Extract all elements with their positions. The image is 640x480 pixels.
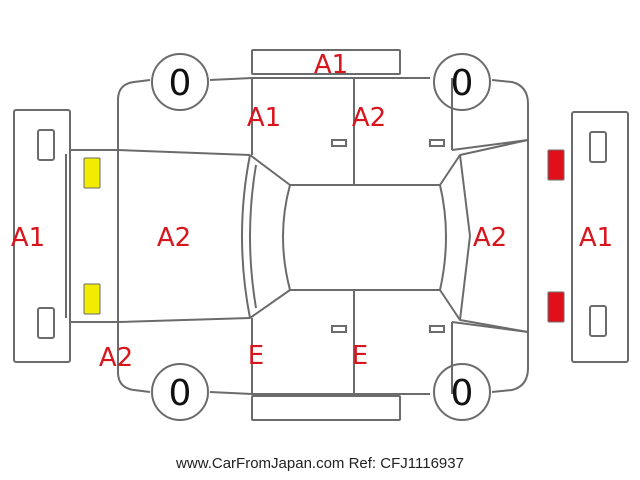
tire-rear-left bbox=[433, 53, 491, 111]
car-body-outline bbox=[65, 77, 573, 395]
mark-front-door-lower: E bbox=[248, 341, 264, 371]
mark-roof-top: A1 bbox=[314, 50, 348, 80]
mark-front-corner-lower: A2 bbox=[99, 343, 133, 373]
footer-reference: www.CarFromJapan.com Ref: CFJ1116937 bbox=[176, 455, 464, 472]
headlight-lower bbox=[83, 283, 101, 315]
bottom-side-strip bbox=[251, 395, 401, 421]
top-side-strip bbox=[251, 49, 401, 75]
mark-rear-hatch: A2 bbox=[473, 223, 507, 253]
tire-front-left bbox=[151, 53, 209, 111]
tire-rear-right bbox=[433, 363, 491, 421]
tire-rear-right-label: 0 bbox=[451, 373, 474, 414]
taillight-upper bbox=[547, 149, 565, 181]
mark-hood: A2 bbox=[157, 223, 191, 253]
rear-bumper bbox=[571, 111, 629, 363]
mark-front-bumper: A1 bbox=[11, 223, 45, 253]
tire-front-left-label: 0 bbox=[169, 63, 192, 104]
mark-rear-door-lower: E bbox=[352, 341, 368, 371]
front-bumper bbox=[13, 109, 71, 363]
mark-rear-bumper: A1 bbox=[579, 223, 613, 253]
tire-front-right-label: 0 bbox=[169, 373, 192, 414]
tire-front-right bbox=[151, 363, 209, 421]
tire-rear-left-label: 0 bbox=[451, 63, 474, 104]
mark-front-door-upper: A1 bbox=[247, 103, 281, 133]
headlight-upper bbox=[83, 157, 101, 189]
mark-rear-door-upper: A2 bbox=[352, 103, 386, 133]
taillight-lower bbox=[547, 291, 565, 323]
